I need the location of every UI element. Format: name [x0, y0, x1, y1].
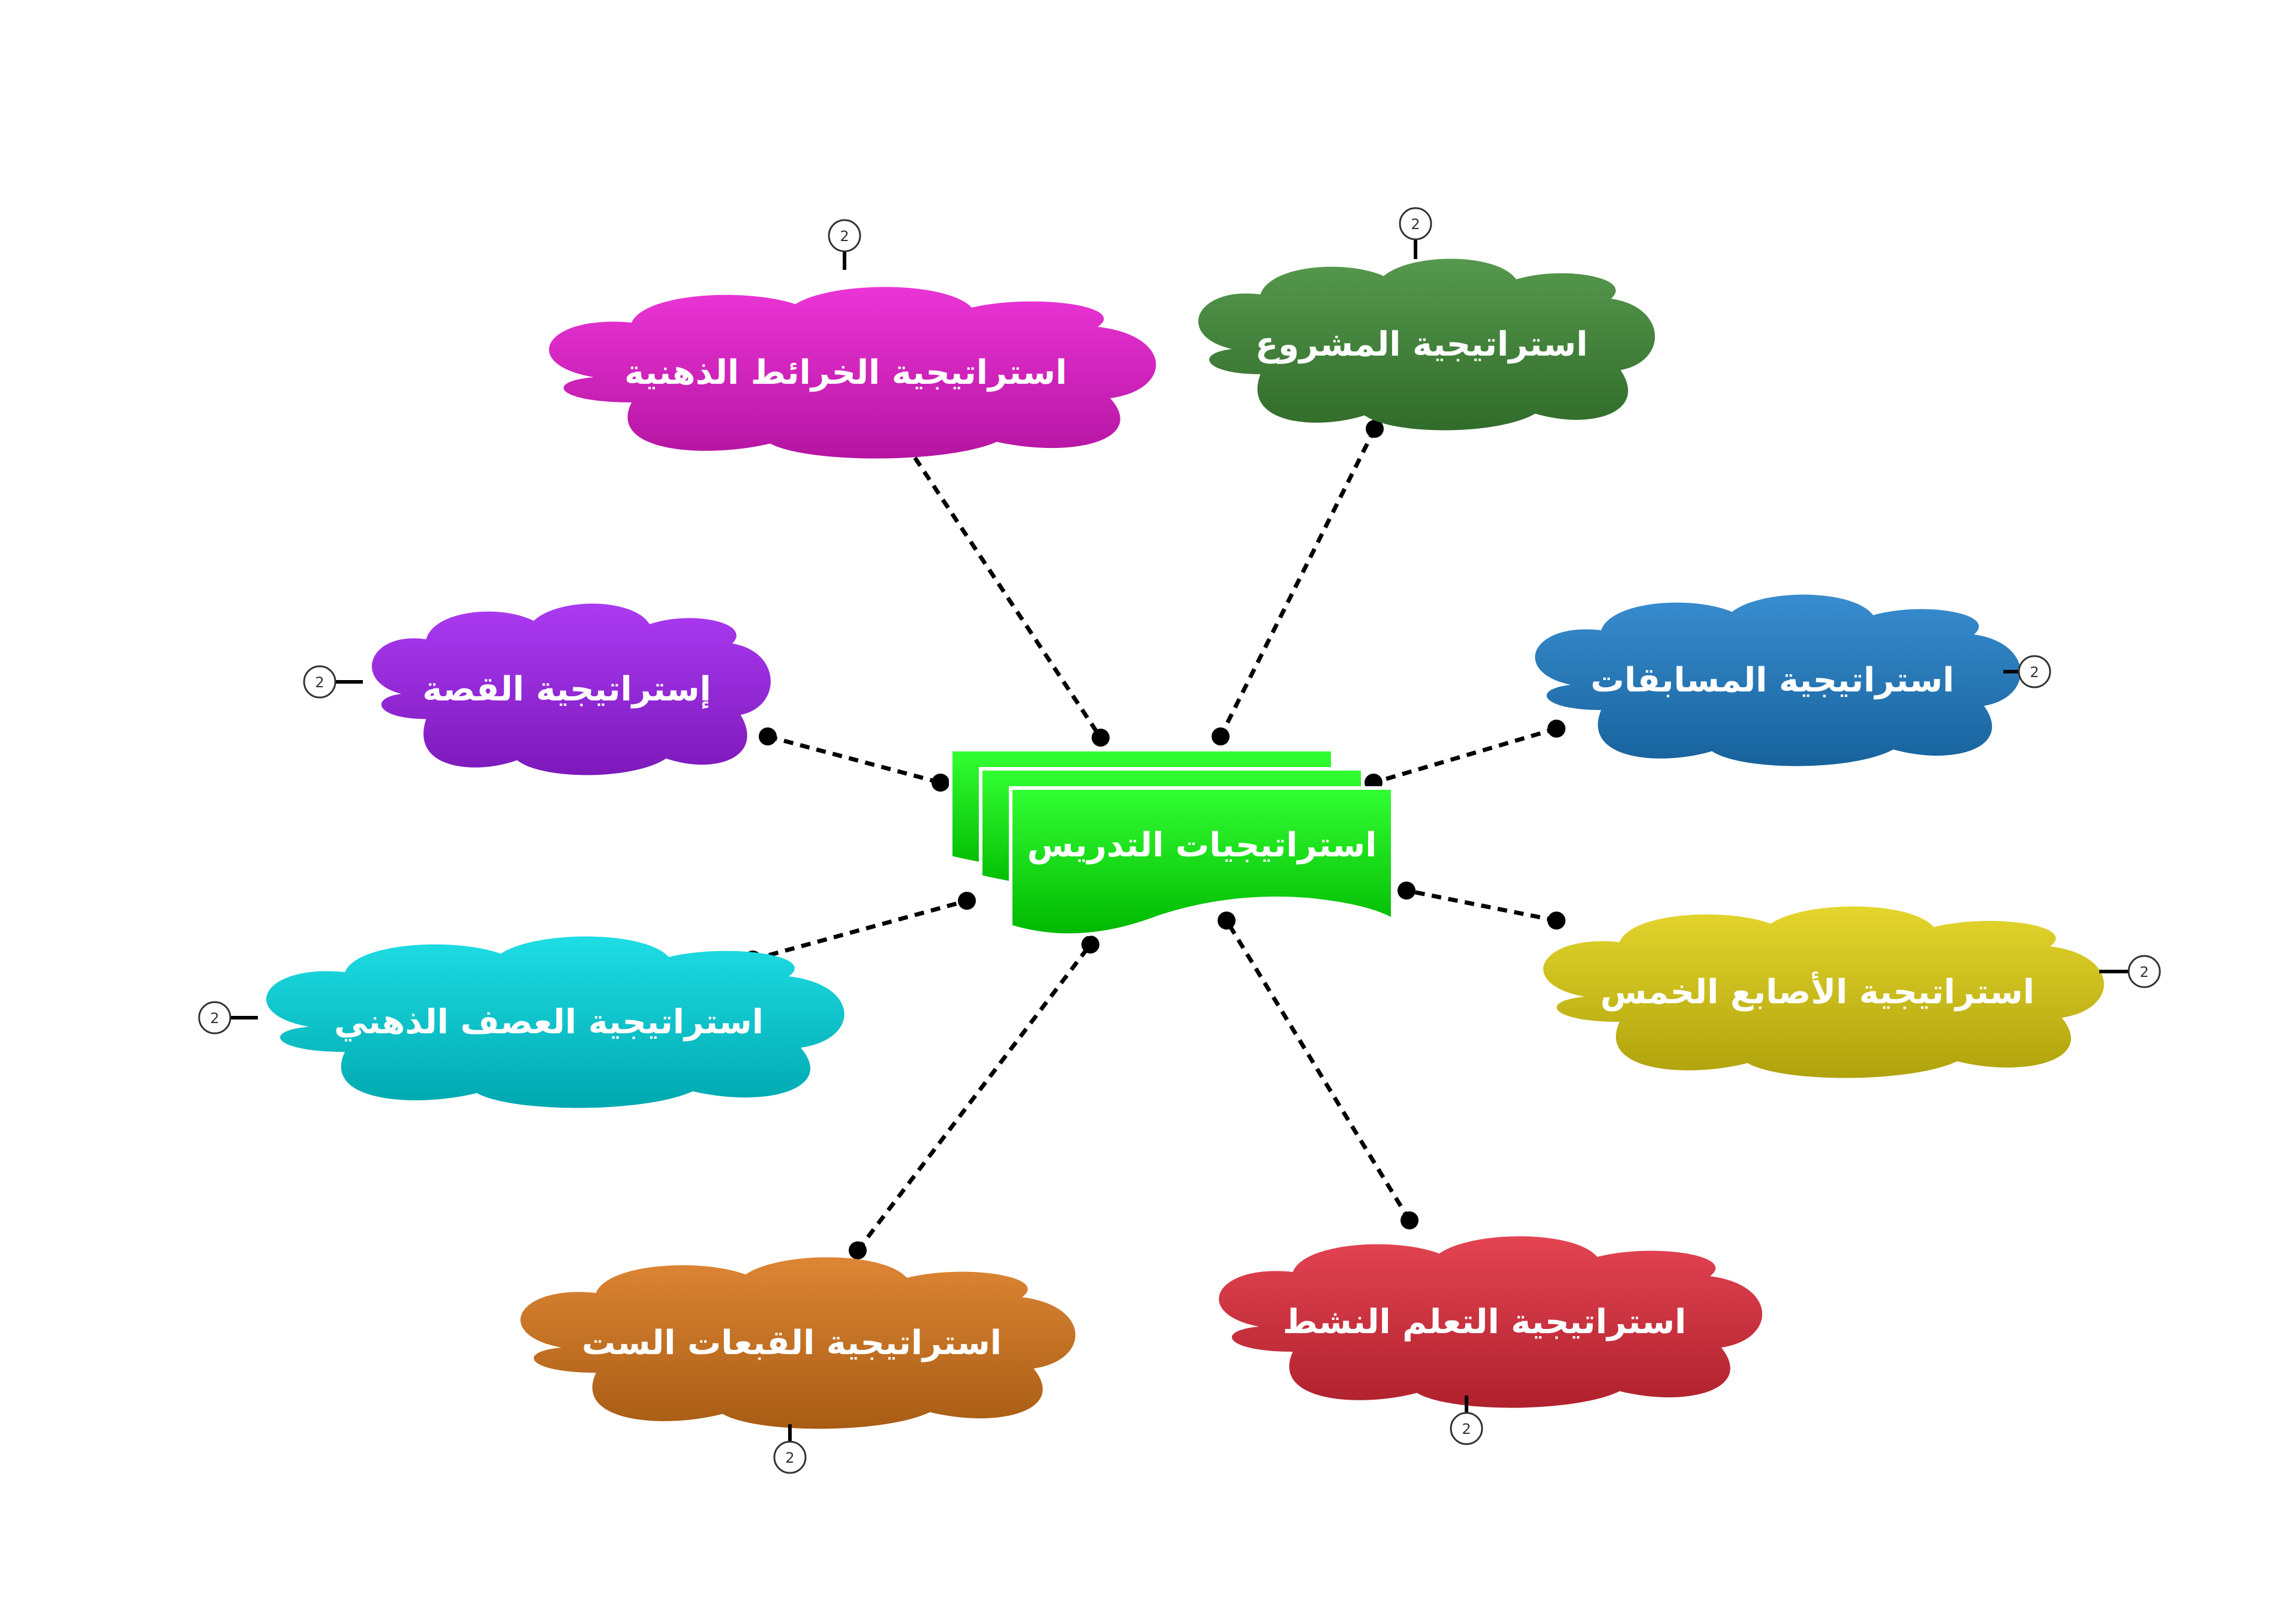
expand-badge[interactable] — [2127, 955, 2161, 988]
connector-story — [767, 734, 941, 785]
branch-label: استراتيجية العصف الذهني — [334, 1003, 764, 1042]
connector-endpoint — [1547, 912, 1565, 930]
badge-count: 2 — [1411, 216, 1420, 233]
branch-label: استراتيجية الخرائط الذهنية — [624, 353, 1067, 392]
cloud-shape — [520, 1257, 1075, 1429]
badge-count: 2 — [785, 1449, 794, 1466]
connector-project — [1218, 428, 1377, 738]
badge-count: 2 — [315, 674, 324, 691]
expand-badge[interactable] — [828, 219, 861, 252]
badge-count: 2 — [2030, 664, 2039, 681]
branch-node-five-fingers[interactable]: استراتيجية الأصابع الخمس 2 — [1543, 906, 2161, 1078]
connector-active — [1225, 919, 1411, 1222]
cloud-shape — [1535, 594, 2021, 766]
connector-endpoint — [1547, 720, 1565, 738]
expand-badge[interactable] — [2018, 655, 2051, 688]
connector-endpoint — [958, 892, 976, 910]
branch-node-project[interactable]: استراتيجية المشروع 2 — [1198, 207, 1655, 431]
branch-label: استراتيجية التعلم النشط — [1283, 1303, 1687, 1342]
connector-endpoint — [1218, 912, 1236, 930]
expand-badge[interactable] — [773, 1440, 807, 1474]
connector-competitions — [1373, 726, 1557, 785]
branch-node-mind-maps[interactable]: استراتيجية الخرائط الذهنية 2 — [549, 219, 1156, 459]
cloud-shape — [1543, 906, 2104, 1078]
cloud-shape — [1198, 258, 1655, 431]
badge-count: 2 — [210, 1010, 219, 1027]
branch-label: استراتيجية القبعات الست — [582, 1324, 1002, 1363]
connector-endpoint — [1401, 1211, 1419, 1229]
branch-label: استراتيجية الأصابع الخمس — [1600, 971, 2034, 1012]
branch-label: إستراتيجية القصة — [422, 670, 711, 709]
expand-badge[interactable] — [198, 1001, 232, 1034]
badge-count: 2 — [840, 228, 849, 245]
connector-endpoint — [1398, 882, 1416, 900]
expand-badge[interactable] — [303, 665, 336, 699]
cloud-shape — [266, 936, 845, 1108]
connector-endpoint — [931, 774, 949, 792]
expand-badge[interactable] — [1450, 1412, 1483, 1445]
branch-label: استراتيجية المشروع — [1255, 325, 1588, 364]
branch-node-story[interactable]: إستراتيجية القصة 2 — [303, 603, 771, 775]
branch-label: استراتيجية المسابقات — [1591, 661, 1954, 700]
central-topic[interactable]: استراتيجيات التدريس — [949, 748, 1395, 937]
cloud-shape — [549, 287, 1156, 459]
connectors — [744, 420, 1565, 1259]
cloud-shape — [371, 603, 771, 775]
cloud-shape — [1219, 1236, 1763, 1408]
central-topic-label: استراتيجيات التدريس — [1027, 826, 1377, 865]
connector-endpoint — [1212, 727, 1230, 745]
branch-node-competitions[interactable]: استراتيجية المسابقات 2 — [1535, 594, 2051, 766]
connector-endpoint — [1081, 936, 1099, 954]
connector-endpoint — [759, 727, 777, 745]
branch-node-six-hats[interactable]: استراتيجية القبعات الست 2 — [520, 1257, 1075, 1474]
connector-mind-maps — [904, 443, 1102, 739]
expand-badge[interactable] — [1399, 207, 1432, 240]
connector-endpoint — [1092, 729, 1110, 747]
connector-five-fingers — [1406, 888, 1557, 923]
branch-node-active[interactable]: استراتيجية التعلم النشط 2 — [1219, 1236, 1763, 1445]
branch-node-brainstorm[interactable]: استراتيجية العصف الذهني 2 — [198, 936, 845, 1108]
badge-count: 2 — [1462, 1421, 1471, 1437]
connector-endpoint — [849, 1241, 867, 1259]
badge-count: 2 — [2139, 964, 2148, 981]
connector-endpoint — [1366, 420, 1384, 438]
connector-six-hats — [856, 943, 1092, 1252]
connector-brainstorm — [752, 898, 967, 962]
